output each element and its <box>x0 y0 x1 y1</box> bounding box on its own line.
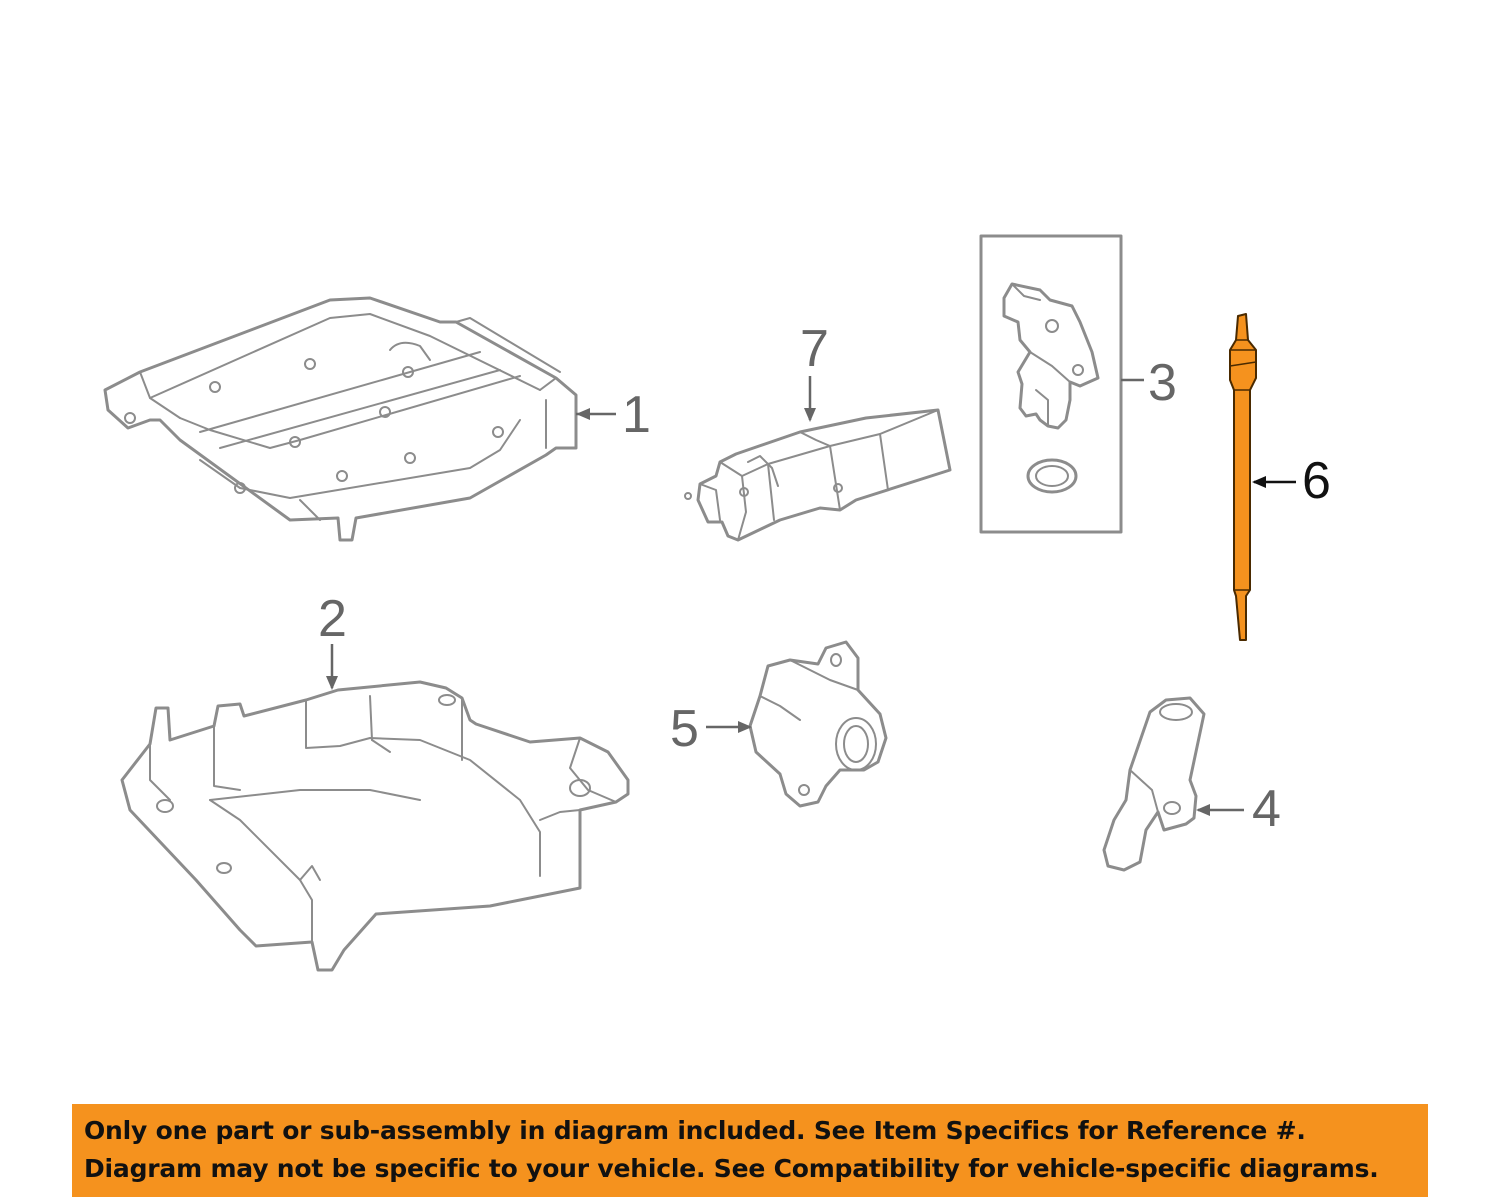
callout-3-label: 3 <box>1148 354 1177 412</box>
disclaimer-line-2: Diagram may not be specific to your vehi… <box>84 1154 1379 1183</box>
callout-2: 2 <box>318 590 347 690</box>
callout-7: 7 <box>800 320 829 422</box>
map-sensor-part-5[interactable] <box>748 640 888 808</box>
crankshaft-sensor-part-4[interactable] <box>1102 696 1206 872</box>
callout-3: 3 <box>1121 354 1177 412</box>
disclaimer-line-1: Only one part or sub-assembly in diagram… <box>84 1116 1306 1145</box>
callout-4-label: 4 <box>1252 780 1281 838</box>
callout-7-label: 7 <box>800 320 829 378</box>
camshaft-sensor-kit-part-3[interactable] <box>979 234 1123 534</box>
control-module-part-1[interactable] <box>103 296 578 542</box>
callout-2-label: 2 <box>318 590 347 648</box>
callout-6: 6 <box>1252 452 1331 510</box>
callout-6-label: 6 <box>1302 452 1331 510</box>
callout-5-label: 5 <box>670 700 699 758</box>
oil-dipstick-part-6[interactable] <box>1229 313 1257 641</box>
callout-5: 5 <box>670 700 752 758</box>
callout-4: 4 <box>1196 780 1281 838</box>
module-bracket-part-2[interactable] <box>120 680 630 972</box>
disclaimer-banner: Only one part or sub-assembly in diagram… <box>72 1104 1428 1197</box>
callout-1-label: 1 <box>622 386 651 444</box>
callout-1: 1 <box>576 386 651 444</box>
relay-module-part-7[interactable] <box>684 408 952 542</box>
